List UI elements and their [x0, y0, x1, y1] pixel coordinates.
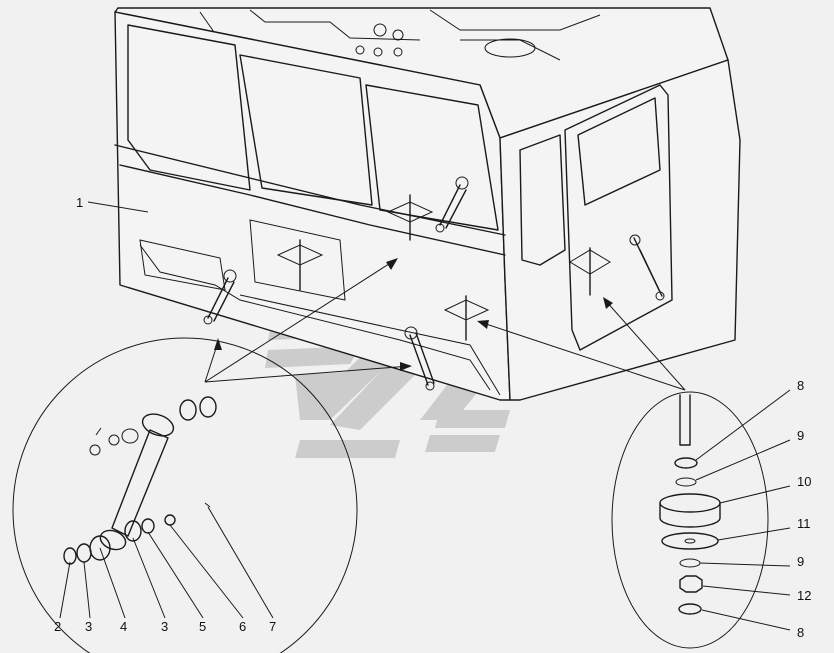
callout-6: 6 [239, 619, 246, 634]
cab-body [114, 7, 741, 401]
pointer-arrows [204, 258, 686, 391]
callout-5: 5 [199, 619, 206, 634]
callout-8-bottom: 8 [797, 625, 804, 640]
callout-11: 11 [797, 516, 811, 531]
callout-9-bottom: 9 [797, 554, 804, 569]
shock-absorber-detail [12, 337, 358, 653]
callout-9-top: 9 [797, 428, 804, 443]
callout-10: 10 [797, 474, 811, 489]
cab-mount-detail [87, 201, 791, 649]
callout-3-left: 3 [85, 619, 92, 634]
callout-3-right: 3 [161, 619, 168, 634]
callout-8-top: 8 [797, 378, 804, 393]
callout-7: 7 [269, 619, 276, 634]
callout-4: 4 [120, 619, 127, 634]
callout-1: 1 [76, 195, 83, 210]
callout-12: 12 [797, 588, 811, 603]
callout-2: 2 [54, 619, 61, 634]
